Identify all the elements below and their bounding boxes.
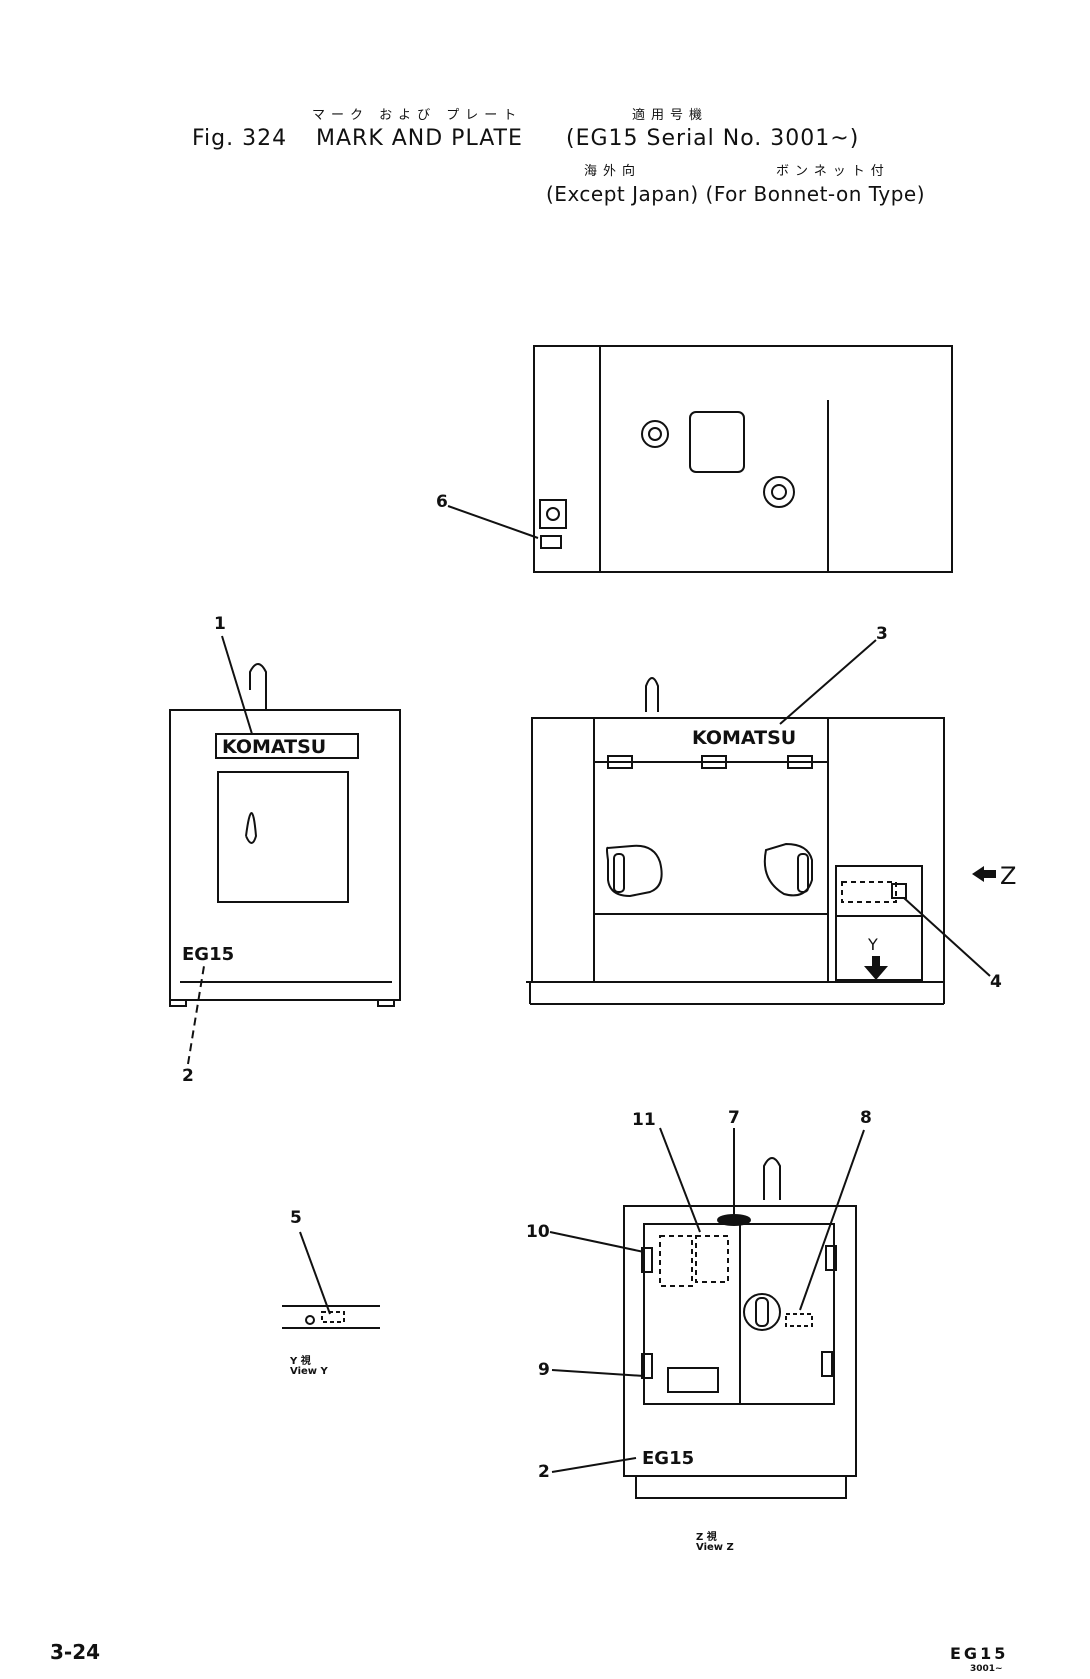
top-switch bbox=[539, 499, 567, 529]
z-hinge-4 bbox=[821, 1351, 833, 1377]
view-y-caption-jp: Y 視 bbox=[290, 1356, 311, 1367]
front-latch-2 bbox=[701, 755, 727, 769]
front-view bbox=[526, 639, 996, 1005]
bonnet-jp: ボンネット付 bbox=[776, 164, 890, 179]
callout-8: 8 bbox=[860, 1108, 872, 1128]
leader-1 bbox=[221, 635, 253, 735]
fuel-cap-icon bbox=[641, 420, 669, 448]
callout-5: 5 bbox=[290, 1208, 302, 1228]
view-y-label: Y bbox=[867, 935, 878, 954]
front-handle-left bbox=[606, 844, 663, 898]
komatsu-mark-side: KOMATSU bbox=[222, 736, 326, 758]
callout-3: 3 bbox=[876, 624, 888, 644]
z-hinge-3 bbox=[825, 1245, 837, 1271]
footer-serial: 3001~ bbox=[970, 1664, 1003, 1674]
z-handle-icon bbox=[743, 1293, 781, 1331]
side-view bbox=[169, 635, 401, 1065]
callout-7: 7 bbox=[728, 1108, 740, 1128]
plate-8 bbox=[785, 1313, 813, 1327]
side-view-outline bbox=[169, 709, 401, 1001]
title-jp: マーク および プレート bbox=[312, 108, 523, 123]
figure-number: Fig. 324 bbox=[192, 126, 288, 151]
callout-11: 11 bbox=[632, 1110, 656, 1130]
page-number: 3-24 bbox=[50, 1640, 101, 1664]
side-logo-mark bbox=[245, 812, 258, 844]
side-feet bbox=[169, 1000, 395, 1007]
leader-8 bbox=[799, 1129, 865, 1311]
figure-title: MARK AND PLATE bbox=[316, 126, 523, 151]
plate-10 bbox=[659, 1235, 693, 1287]
front-lift-hook bbox=[645, 677, 659, 712]
view-y-bolt-icon bbox=[305, 1315, 315, 1325]
leader-2-z bbox=[551, 1457, 637, 1473]
callout-2-side: 2 bbox=[182, 1066, 194, 1086]
z-handle-grip-icon bbox=[755, 1297, 769, 1327]
top-view bbox=[447, 345, 953, 573]
leader-10 bbox=[549, 1231, 645, 1253]
callout-4: 4 bbox=[990, 972, 1002, 992]
z-hinge-2 bbox=[641, 1353, 653, 1379]
z-hinge-1 bbox=[641, 1247, 653, 1273]
front-handle-left-grip bbox=[613, 853, 625, 893]
view-z-caption: View Z bbox=[696, 1542, 734, 1553]
callout-6: 6 bbox=[436, 492, 448, 512]
fuel-cap-inner-icon bbox=[648, 427, 662, 441]
radiator-cap-icon bbox=[763, 476, 795, 508]
komatsu-plate-side bbox=[215, 733, 359, 759]
view-z bbox=[549, 1127, 865, 1499]
figure-subtitle: (Except Japan) (For Bonnet-on Type) bbox=[546, 182, 926, 206]
plate-4-switch bbox=[891, 883, 907, 899]
model-mark-z: EG15 bbox=[642, 1448, 694, 1469]
leader-9 bbox=[551, 1369, 645, 1377]
view-z-arrow-icon bbox=[972, 866, 996, 882]
leader-4 bbox=[903, 897, 991, 977]
plate-6 bbox=[540, 535, 562, 549]
leader-6 bbox=[447, 505, 539, 539]
leader-2-side bbox=[187, 965, 205, 1065]
front-latch-1 bbox=[607, 755, 633, 769]
plate-5 bbox=[321, 1311, 345, 1323]
view-y-caption: View Y bbox=[290, 1366, 328, 1377]
leader-5 bbox=[299, 1231, 331, 1315]
komatsu-mark-front: KOMATSU bbox=[692, 727, 796, 749]
serial-jp: 適用号機 bbox=[632, 108, 709, 123]
front-handle-right bbox=[763, 842, 813, 897]
leader-11 bbox=[659, 1127, 701, 1233]
top-switch-knob-icon bbox=[546, 507, 560, 521]
callout-10: 10 bbox=[526, 1222, 550, 1242]
serial-range: (EG15 Serial No. 3001~) bbox=[566, 126, 860, 151]
control-panel bbox=[835, 865, 923, 981]
front-latch-3 bbox=[787, 755, 813, 769]
view-y bbox=[282, 1231, 380, 1329]
z-lift-hook bbox=[763, 1157, 781, 1200]
model-mark-side: EG15 bbox=[182, 944, 234, 965]
view-z-caption-jp: Z 視 bbox=[696, 1532, 717, 1543]
top-view-outline bbox=[533, 345, 953, 573]
radiator-cap-inner-icon bbox=[771, 484, 787, 500]
plate-11 bbox=[695, 1235, 729, 1283]
top-hatch bbox=[689, 411, 745, 473]
view-y-arrow-icon bbox=[864, 956, 888, 980]
callout-9: 9 bbox=[538, 1360, 550, 1380]
front-handle-right-grip bbox=[797, 853, 809, 893]
plate-7 bbox=[717, 1214, 751, 1226]
z-base-feet bbox=[635, 1476, 847, 1499]
side-panel-window bbox=[217, 771, 349, 903]
footer-model: EG15 bbox=[950, 1644, 1009, 1663]
plate-9 bbox=[667, 1367, 719, 1393]
view-z-label: Z bbox=[1000, 862, 1016, 890]
plate-4 bbox=[841, 881, 897, 903]
side-lift-hook bbox=[249, 663, 267, 710]
export-jp: 海外向 bbox=[584, 164, 642, 179]
callout-1: 1 bbox=[214, 614, 226, 634]
leader-3 bbox=[779, 639, 877, 725]
callout-2-z: 2 bbox=[538, 1462, 550, 1482]
